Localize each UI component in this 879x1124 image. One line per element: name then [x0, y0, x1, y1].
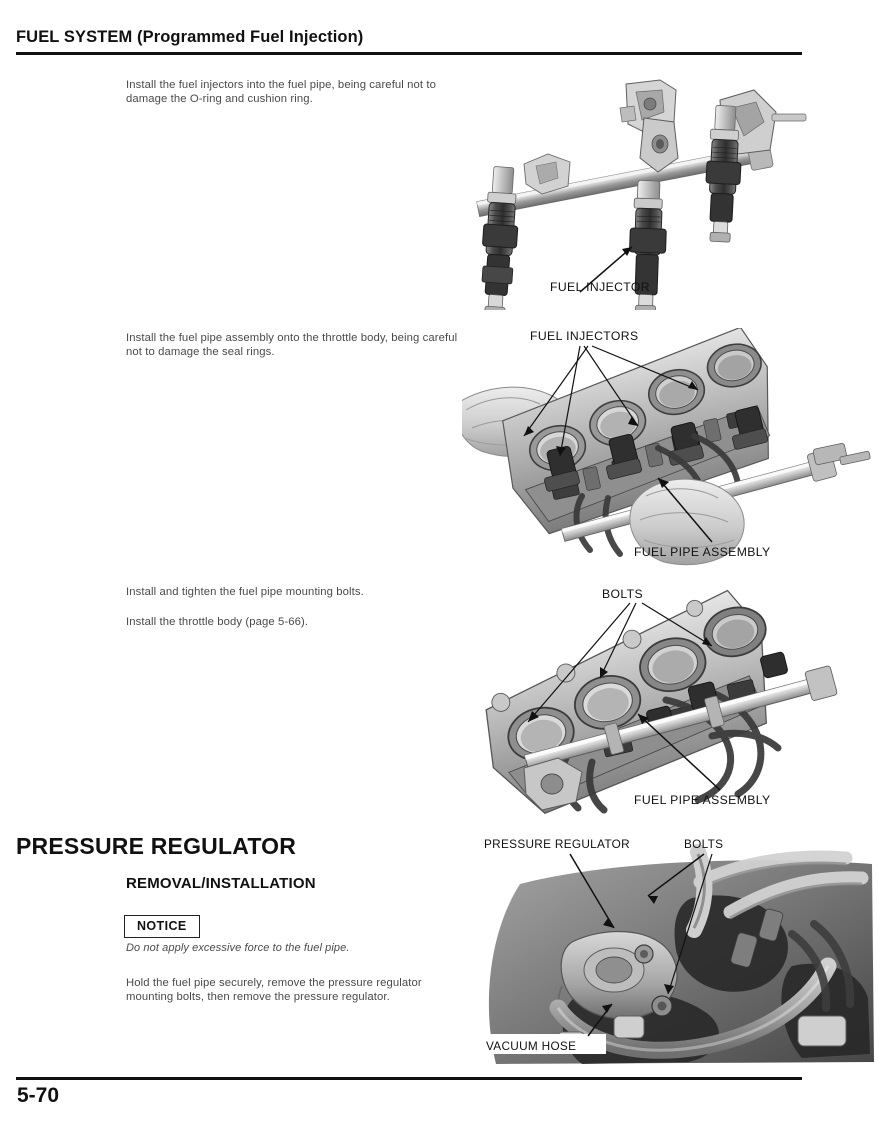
subsection-heading-removal-installation: REMOVAL/INSTALLATION — [126, 875, 316, 892]
footer-rule — [16, 1077, 802, 1080]
notice-label: NOTICE — [137, 919, 187, 933]
callout-fuel-pipe-assembly-2: FUEL PIPE ASSEMBLY — [634, 713, 771, 807]
figure-pressure-regulator: PRESSURE REGULATOR BOLTS VACUUM HOSE — [462, 838, 879, 1070]
paragraph-install-injectors: Install the fuel injectors into the fuel… — [126, 79, 437, 106]
callout-fuel-pipe-assembly: FUEL PIPE ASSEMBLY — [634, 477, 771, 559]
photo-engine-bay — [462, 844, 874, 1068]
callout-fuel-injector: FUEL INJECTOR — [550, 246, 650, 294]
callout-label-bolts: BOLTS — [602, 588, 643, 601]
callout-label-fuel-injector: FUEL INJECTOR — [550, 280, 650, 294]
callout-label-vacuum-hose: VACUUM HOSE — [486, 1039, 576, 1053]
callout-label-fuel-pipe-assembly: FUEL PIPE ASSEMBLY — [634, 545, 771, 559]
callout-bolts: BOLTS — [527, 588, 713, 723]
notice-text: Do not apply excessive force to the fuel… — [126, 942, 350, 954]
figure-fuel-injector: FUEL INJECTOR — [462, 70, 879, 310]
callout-bolts-regulator: BOLTS — [647, 838, 723, 995]
photo-regulator-bolts — [634, 944, 673, 1017]
section-heading-pressure-regulator: PRESSURE REGULATOR — [16, 833, 297, 859]
paragraph-tighten-bolts: Install and tighten the fuel pipe mounti… — [126, 586, 364, 598]
callout-pressure-regulator: PRESSURE REGULATOR — [484, 838, 630, 929]
callout-label-fuel-injectors: FUEL INJECTORS — [530, 329, 639, 343]
page-header-title: FUEL SYSTEM (Programmed Fuel Injection) — [16, 28, 364, 46]
photo-hand-right — [629, 478, 745, 566]
page-number: 5-70 — [17, 1084, 60, 1107]
callout-label-bolts-regulator: BOLTS — [684, 838, 723, 851]
photo-fuel-rail — [476, 79, 807, 310]
header-rule — [16, 52, 802, 55]
callout-label-pressure-regulator: PRESSURE REGULATOR — [484, 838, 630, 851]
figure-fuel-pipe-bolts: BOLTS FUEL PIPE ASSEMBLY — [462, 588, 879, 814]
callout-fuel-injectors: FUEL INJECTORS — [523, 329, 699, 457]
callout-label-fuel-pipe-assembly-2: FUEL PIPE ASSEMBLY — [634, 793, 771, 807]
figure-fuel-pipe-install: FUEL INJECTORS FUEL PIPE ASSEMBLY — [462, 328, 879, 566]
paragraph-install-fuel-pipe: Install the fuel pipe assembly onto the … — [126, 332, 458, 359]
notice-badge: NOTICE — [124, 915, 200, 938]
paragraph-hold-fuel-pipe: Hold the fuel pipe securely, remove the … — [126, 977, 422, 1004]
paragraph-install-throttle-body: Install the throttle body (page 5-66). — [126, 616, 309, 628]
callout-vacuum-hose: VACUUM HOSE — [484, 1003, 613, 1054]
photo-fuel-rail-installed — [524, 665, 838, 770]
